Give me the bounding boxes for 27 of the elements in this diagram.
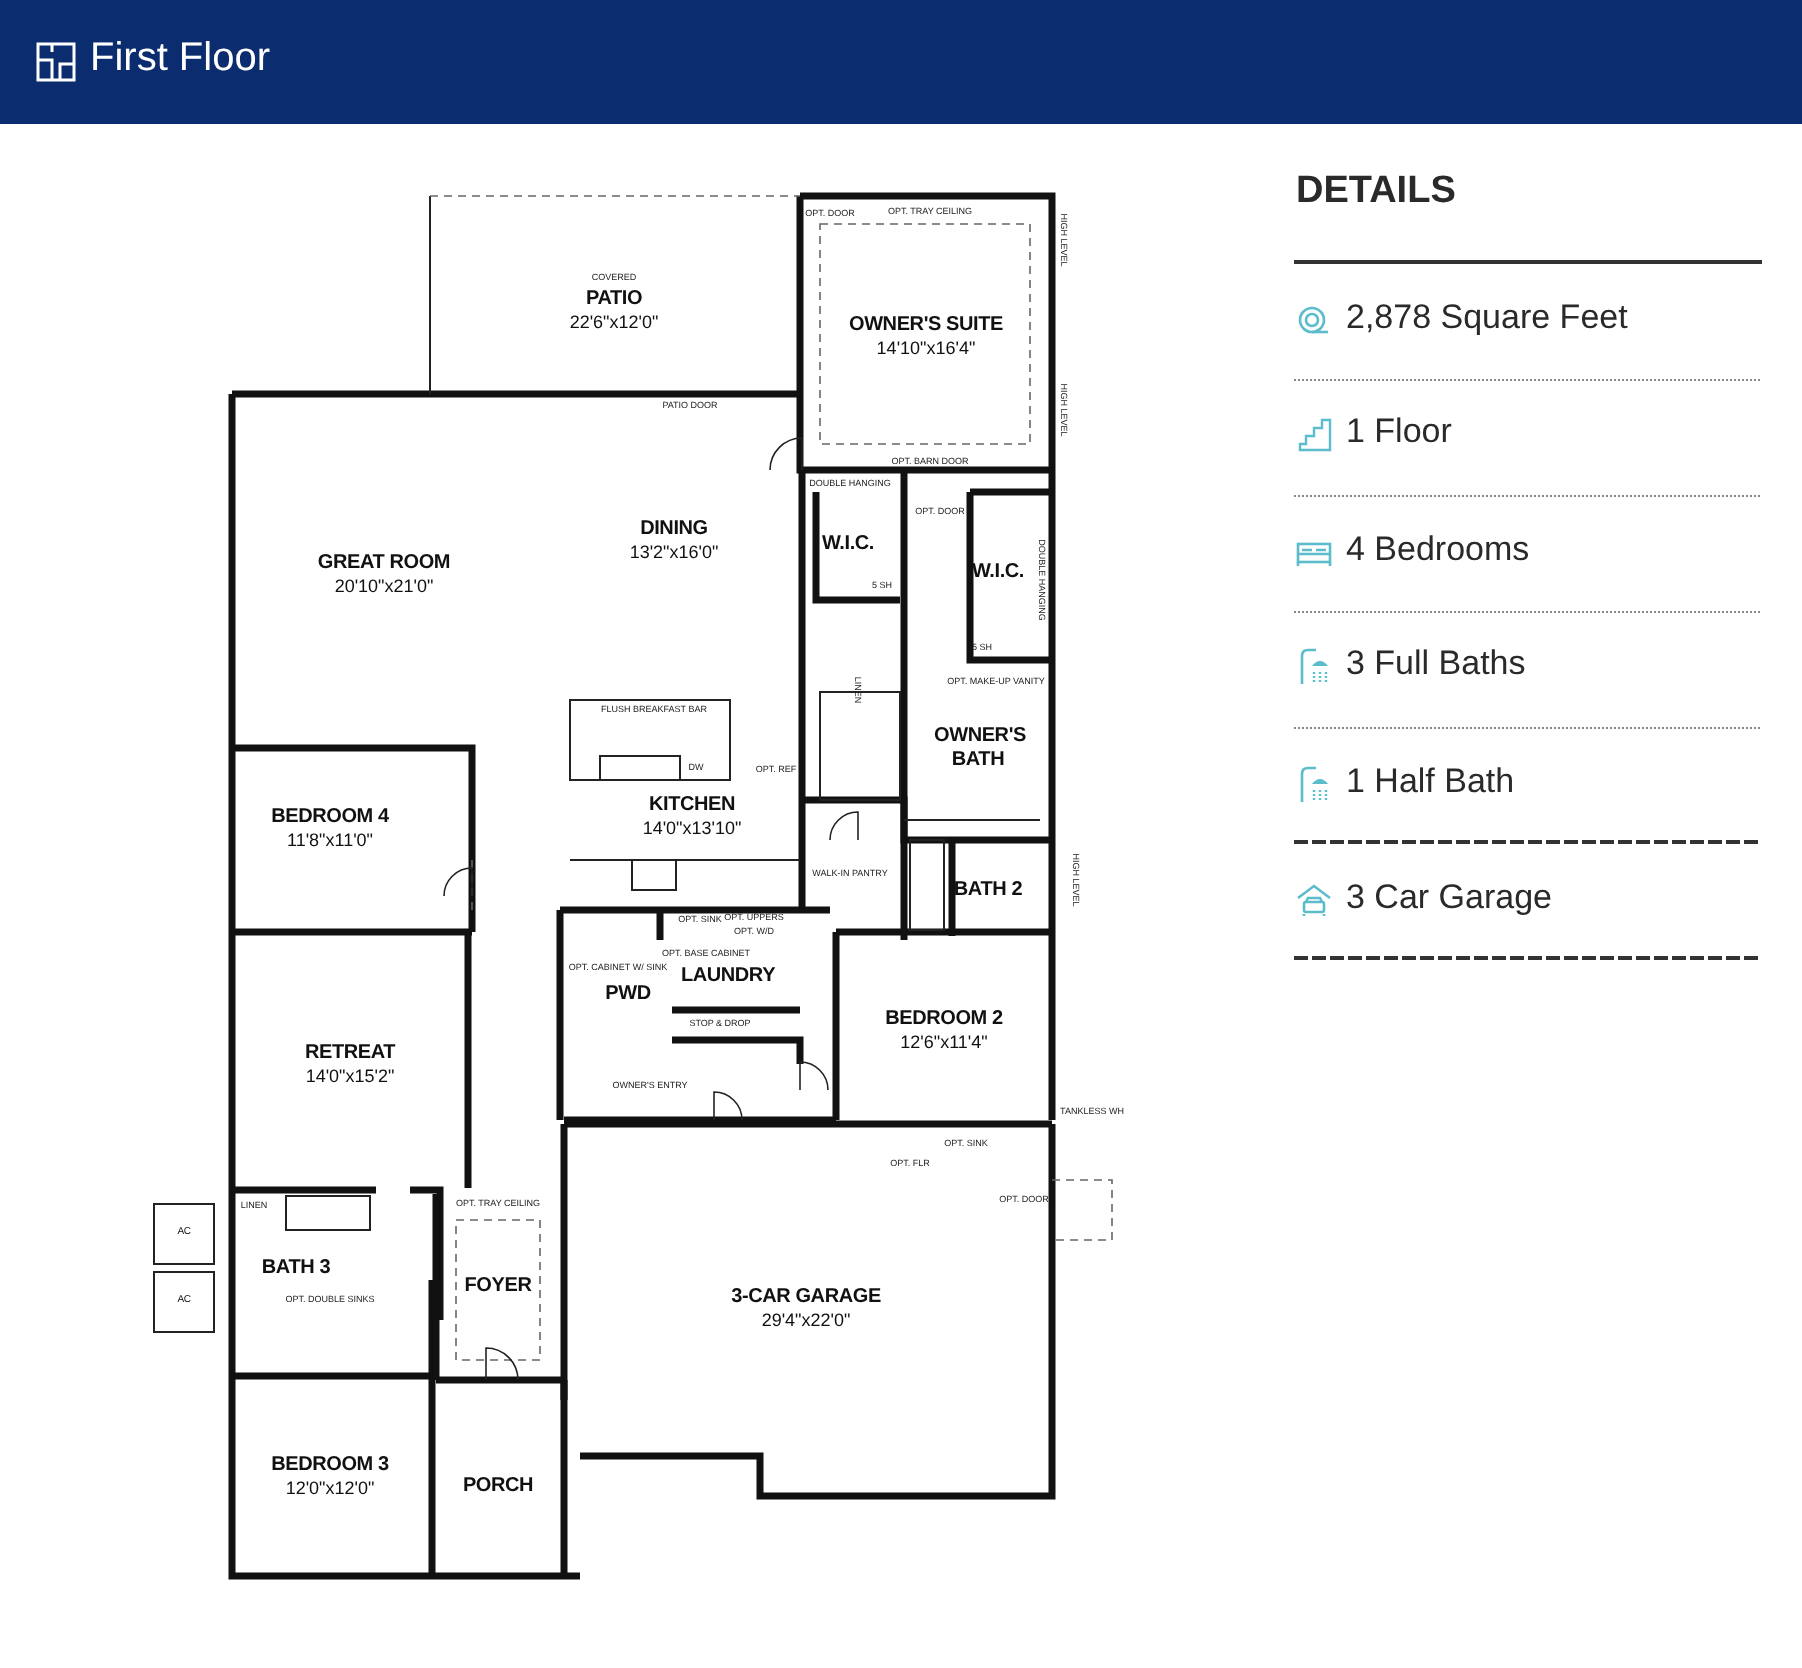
detail-item: 2,878 Square Feet	[1346, 300, 1628, 334]
room-label: LAUNDRY	[680, 964, 776, 988]
room-label: BEDROOM 2 12'6"x11'4"	[885, 1008, 1003, 1052]
detail-item: 3 Full Baths	[1346, 646, 1526, 680]
room-label: PATIO 22'6"x12'0"	[569, 288, 659, 332]
room-label: BEDROOM 4 11'8"x11'0"	[271, 806, 389, 850]
title: First Floor	[90, 36, 270, 82]
room-label: OWNER'S SUITE 14'10"x16'4"	[849, 314, 1003, 358]
room-label: 3-CAR GARAGE 29'4"x22'0"	[731, 1286, 881, 1330]
room-label: DINING 13'2"x16'0"	[629, 518, 719, 562]
detail-item: 4 Bedrooms	[1346, 532, 1530, 566]
room-label: PWD	[605, 982, 651, 1006]
room-label: GREAT ROOM 20'10"x21'0"	[317, 552, 451, 596]
room-label: BATH 2	[953, 878, 1023, 902]
room-label: BATH 3	[261, 1256, 331, 1280]
room-label: BEDROOM 3 12'0"x12'0"	[271, 1454, 389, 1498]
room-label: PORCH	[462, 1474, 534, 1498]
room-label: OWNER'S BATH	[934, 725, 1022, 771]
room-label: W.I.C.	[821, 532, 875, 556]
detail-item: 3 Car Garage	[1346, 880, 1552, 914]
room-label: FOYER	[464, 1274, 532, 1298]
section-heading: DETAILS	[1296, 172, 1456, 210]
room-label: RETREAT 14'0"x15'2"	[304, 1042, 396, 1086]
room-label: KITCHEN 14'0"x13'10"	[642, 794, 742, 838]
detail-item: 1 Floor	[1346, 414, 1452, 448]
room-label: W.I.C.	[971, 560, 1025, 584]
detail-item: 1 Half Bath	[1346, 764, 1515, 798]
